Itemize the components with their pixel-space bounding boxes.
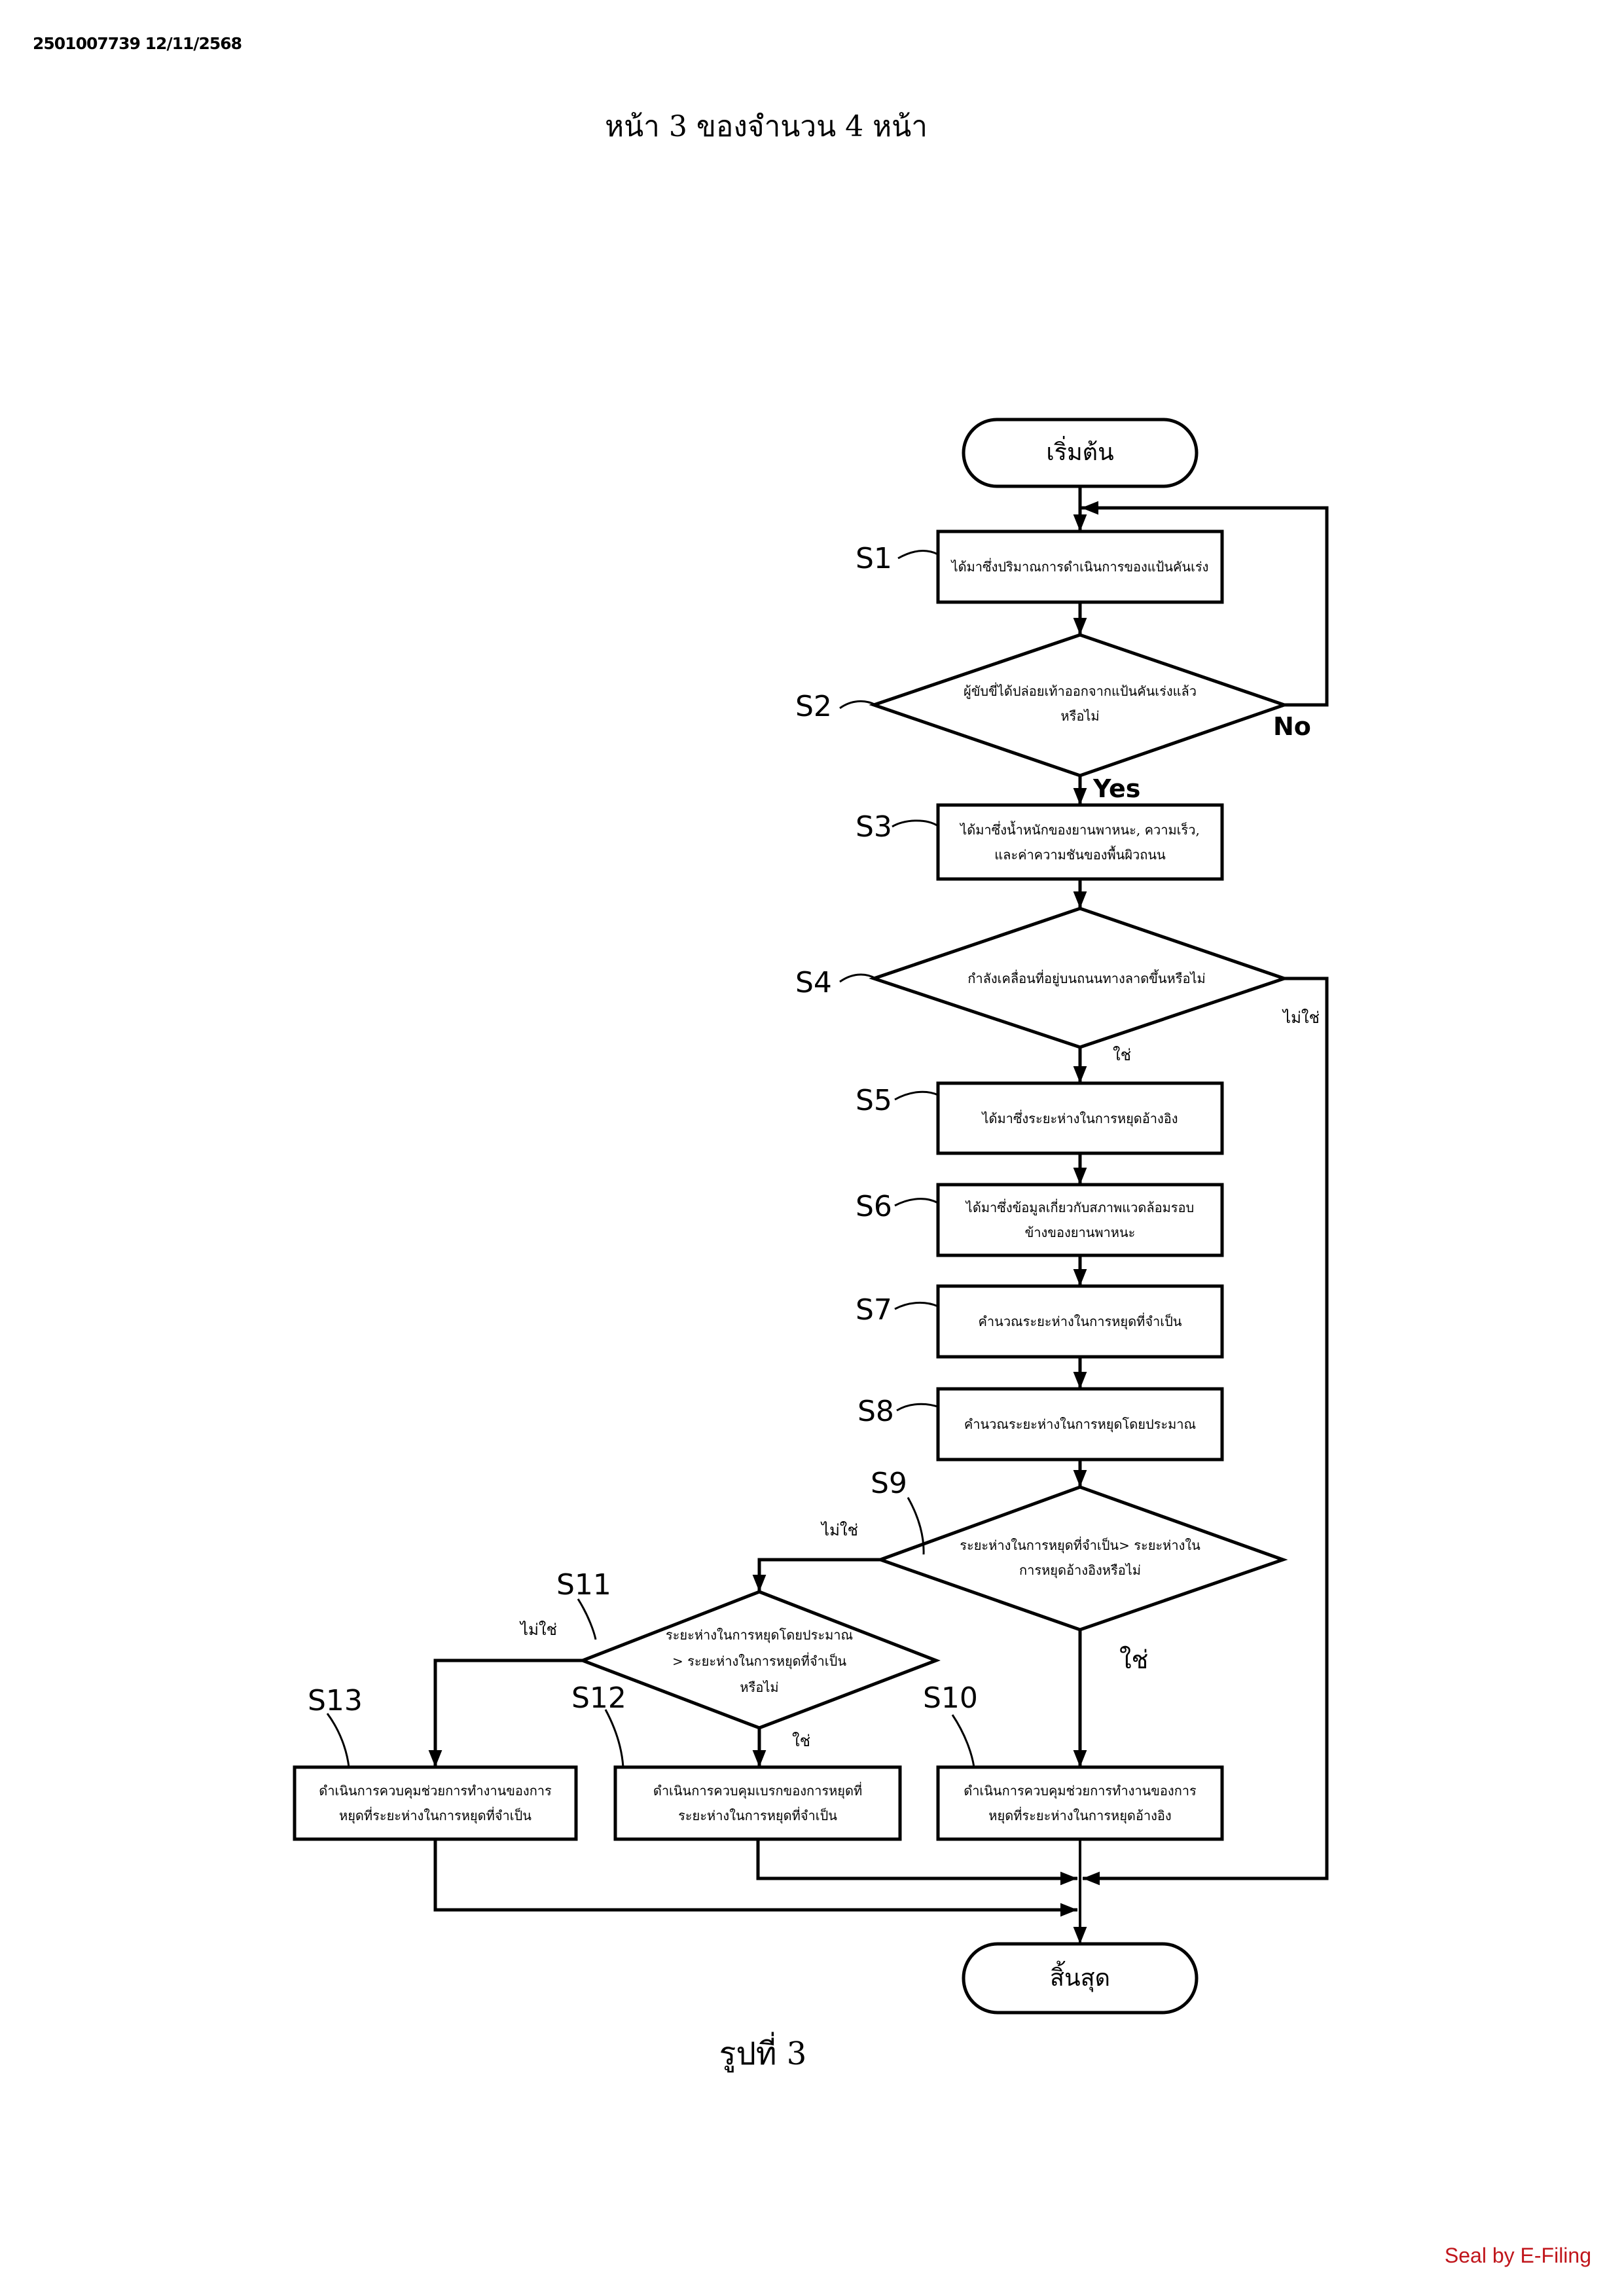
document-id: 2501007739 12/11/2568 [33,34,242,53]
s8-text: คำนวณระยะห่างในการหยุดโดยประมาณ [964,1416,1197,1432]
step-label-s5: S5 [856,1084,892,1117]
s13-text: ดำเนินการควบคุมช่วยการทำงานของการหยุดที่… [319,1783,552,1823]
edge-s2-no-loop [1081,501,1329,707]
step-label-s4: S4 [795,966,832,999]
s3-text: ได้มาซึ่งน้ำหนักของยานพาหนะ, ความเร็ว, แ… [960,821,1200,863]
step-label-s12: S12 [571,1681,626,1715]
branch-s2-no: No [1273,712,1311,741]
branch-s9-no: ไม่ใช่ [821,1521,858,1539]
step-label-s10: S10 [923,1681,978,1715]
s8-leader [896,1403,940,1412]
s1-text: ได้มาซึ่งปริมาณการดำเนินการของแป้นคันเร่… [951,559,1209,575]
s5-box [936,1081,1224,1155]
edge-s9-no-s11 [752,1558,880,1592]
step-label-s6: S6 [856,1190,892,1223]
start-label: เริ่มต้น [1046,439,1114,466]
s1-box [936,529,1224,604]
s6-text: ได้มาซึ่งข้อมูลเกี่ยวกับสภาพแวดล้อมรอบข้… [965,1200,1195,1240]
s4-leader [839,973,876,983]
s13-leader [326,1713,350,1768]
branch-s4-no: ไม่ใช่ [1283,1009,1320,1027]
branch-s4-yes: ใช่ [1113,1046,1132,1064]
s8-box [936,1387,1224,1462]
step-label-s1: S1 [856,542,892,575]
s10-text: ดำเนินการควบคุมช่วยการทำงานของการหยุดที่… [964,1783,1197,1823]
s6-leader [894,1198,939,1207]
branch-s11-yes: ใช่ [792,1732,811,1750]
step-label-s11: S11 [556,1568,611,1602]
s5-leader [894,1090,939,1101]
branch-s2-yes: Yes [1093,774,1141,803]
s4-text: กำลังเคลื่อนที่อยู่บนถนนทางลาดขึ้นหรือไม… [967,971,1206,986]
s12-box [613,1765,902,1841]
s9-text: ระยะห่างในการหยุดที่จำเป็น> ระยะห่างในกา… [960,1537,1200,1578]
step-label-s9: S9 [871,1467,907,1500]
s6-box [936,1183,1224,1257]
step-label-s2: S2 [795,690,832,723]
figure-caption: รูปที่ 3 [719,2036,807,2072]
s1-leader [897,550,939,560]
s3-leader [892,819,939,828]
s7-box [936,1284,1224,1359]
step-label-s7: S7 [856,1293,892,1327]
s11-text: ระยะห่างในการหยุดโดยประมาณ > ระยะห่างในก… [665,1627,854,1695]
s12-text: ดำเนินการควบคุมเบรกของการหยุดที่ระยะห่าง… [653,1783,863,1823]
edge-s13-merge [433,1839,1077,1917]
edge-s4-no-bypass [1083,977,1329,1886]
s10-leader [951,1714,975,1768]
s2-leader [839,700,876,709]
edge-s11-no-s13 [428,1659,583,1767]
end-terminal [962,1942,1199,2015]
e-filing-seal: Seal by E-Filing [1444,2244,1591,2267]
s12-leader [604,1709,624,1768]
branch-s11-no: ไม่ใช่ [520,1621,557,1639]
edge-s12-merge [756,1839,1077,1886]
s7-leader [894,1301,939,1310]
page-header: หน้า 3 ของจำนวน 4 หน้า [605,110,928,143]
s7-text: คำนวณระยะห่างในการหยุดที่จำเป็น [978,1314,1182,1329]
s9-leader [907,1497,925,1555]
branch-s9-yes: ใช่ [1119,1645,1149,1674]
s2-text: ผู้ขับขี่ได้ปล่อยเท้าออกจากแป้นคันเร่งแล… [964,683,1197,724]
s11-leader [577,1598,597,1640]
step-label-s13: S13 [308,1684,363,1717]
step-label-s3: S3 [856,810,892,844]
s10-box [936,1765,1224,1841]
end-label: สิ้นสุด [1050,1964,1110,1992]
step-label-s8: S8 [857,1395,894,1428]
s5-text: ได้มาซึ่งระยะห่างในการหยุดอ้างอิง [982,1110,1178,1126]
s3-box [936,803,1224,881]
